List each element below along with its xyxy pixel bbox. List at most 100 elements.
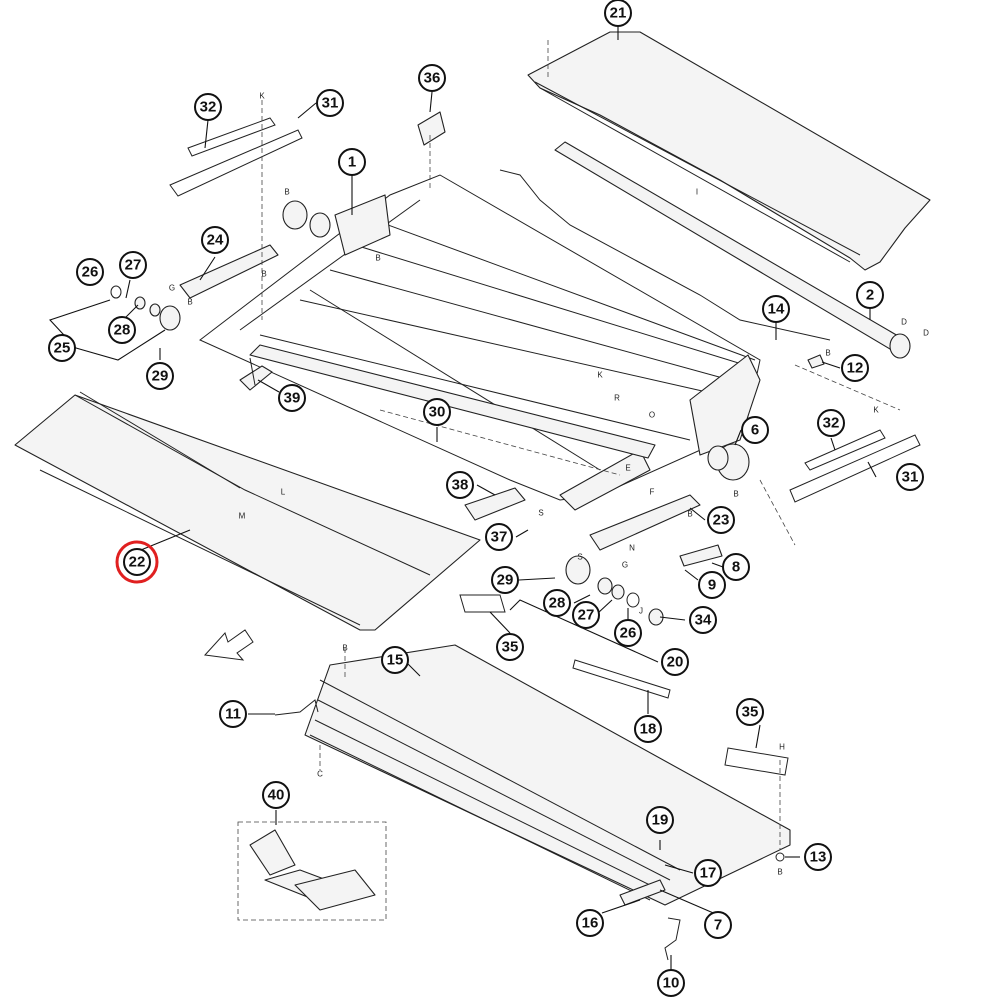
callout-30[interactable]: 30 <box>423 398 451 426</box>
ref-letter: B <box>342 644 347 653</box>
part-11-pin <box>274 699 319 716</box>
callout-27-right[interactable]: 27 <box>572 601 600 629</box>
ref-letter: K <box>597 371 603 380</box>
svg-text:22: 22 <box>129 554 146 571</box>
ref-letter: L <box>281 488 286 497</box>
callout-32-right[interactable]: 32 <box>817 409 845 437</box>
ref-letter: C <box>317 770 323 779</box>
callout-19[interactable]: 19 <box>646 806 674 834</box>
callout-31[interactable]: 31 <box>316 89 344 117</box>
callout-23[interactable]: 23 <box>707 506 735 534</box>
callout-16[interactable]: 16 <box>576 909 604 937</box>
reference-dash-lines <box>261 40 901 850</box>
callout-14[interactable]: 14 <box>762 295 790 323</box>
callout-29-right[interactable]: 29 <box>491 566 519 594</box>
svg-text:32: 32 <box>823 415 840 432</box>
ref-letter: H <box>779 743 785 752</box>
svg-text:32: 32 <box>200 99 217 116</box>
callout-1[interactable]: 1 <box>338 148 366 176</box>
callout-7[interactable]: 7 <box>704 911 732 939</box>
ref-letter: B <box>284 188 289 197</box>
callout-9[interactable]: 9 <box>698 571 726 599</box>
svg-text:28: 28 <box>549 595 566 612</box>
ref-letter: B <box>733 490 738 499</box>
callout-31-right[interactable]: 31 <box>896 463 924 491</box>
svg-text:29: 29 <box>152 368 169 385</box>
callout-15[interactable]: 15 <box>381 646 409 674</box>
part-15-bottom-plate <box>304 644 791 906</box>
ref-letter: B <box>825 349 830 358</box>
svg-text:17: 17 <box>700 865 717 882</box>
callout-26-right[interactable]: 26 <box>614 619 642 647</box>
callout-38[interactable]: 38 <box>446 471 474 499</box>
highlight-ring <box>115 540 159 584</box>
callout-20[interactable]: 20 <box>661 648 689 676</box>
svg-text:21: 21 <box>610 5 627 22</box>
svg-text:7: 7 <box>714 917 722 934</box>
callout-13[interactable]: 13 <box>804 843 832 871</box>
part-14-rod <box>499 169 831 341</box>
reference-letters: K B G B B B K R O E F B S S N G J L M D … <box>169 92 929 877</box>
part-31-strip-upper <box>169 129 303 197</box>
callout-27[interactable]: 27 <box>119 251 147 279</box>
ref-letter: D <box>901 318 907 327</box>
ref-letter: B <box>777 868 782 877</box>
callout-40[interactable]: 40 <box>262 781 290 809</box>
callout-10[interactable]: 10 <box>657 969 685 997</box>
callout-28-right[interactable]: 28 <box>543 589 571 617</box>
svg-text:16: 16 <box>582 915 599 932</box>
callout-34[interactable]: 34 <box>689 606 717 634</box>
svg-text:26: 26 <box>620 625 637 642</box>
svg-text:12: 12 <box>847 360 864 377</box>
callout-11[interactable]: 11 <box>219 700 247 728</box>
callout-17[interactable]: 17 <box>694 859 722 887</box>
svg-text:38: 38 <box>452 477 469 494</box>
svg-text:14: 14 <box>768 301 785 318</box>
callout-39[interactable]: 39 <box>278 384 306 412</box>
part-8-spring <box>679 544 723 567</box>
svg-text:29: 29 <box>497 572 514 589</box>
callout-25[interactable]: 25 <box>48 334 76 362</box>
callout-35-right[interactable]: 35 <box>736 698 764 726</box>
svg-text:27: 27 <box>125 257 142 274</box>
svg-text:36: 36 <box>424 70 441 87</box>
callout-8[interactable]: 8 <box>722 553 750 581</box>
callout-36[interactable]: 36 <box>418 64 446 92</box>
callout-18[interactable]: 18 <box>634 715 662 743</box>
part-13-washer <box>775 852 785 862</box>
callout-24[interactable]: 24 <box>201 226 229 254</box>
callout-21[interactable]: 21 <box>604 0 632 27</box>
part-36-bracket <box>417 111 446 146</box>
direction-arrow-icon <box>203 629 254 661</box>
callout-2[interactable]: 2 <box>856 281 884 309</box>
callout-22[interactable]: 22 <box>123 548 151 576</box>
svg-text:25: 25 <box>54 340 71 357</box>
ref-letter: I <box>696 188 698 197</box>
svg-text:11: 11 <box>225 706 241 723</box>
ref-letter: D <box>923 329 929 338</box>
svg-text:13: 13 <box>810 849 827 866</box>
callout-6[interactable]: 6 <box>741 416 769 444</box>
part-18-strip <box>572 659 671 699</box>
part-6-hub <box>707 443 750 481</box>
svg-text:2: 2 <box>866 287 874 304</box>
svg-text:10: 10 <box>663 975 680 992</box>
callout-29[interactable]: 29 <box>146 362 174 390</box>
part-38-lever <box>464 487 526 521</box>
callout-28[interactable]: 28 <box>108 316 136 344</box>
svg-text:9: 9 <box>708 577 716 594</box>
svg-text:39: 39 <box>284 390 301 407</box>
svg-text:23: 23 <box>713 512 730 529</box>
callout-12[interactable]: 12 <box>841 354 869 382</box>
callout-32[interactable]: 32 <box>194 93 222 121</box>
ref-letter: O <box>649 411 655 420</box>
ref-letter: F <box>650 488 655 497</box>
callout-26[interactable]: 26 <box>76 258 104 286</box>
callout-37[interactable]: 37 <box>485 523 513 551</box>
svg-text:26: 26 <box>82 264 99 281</box>
svg-text:27: 27 <box>578 607 595 624</box>
callout-35[interactable]: 35 <box>496 633 524 661</box>
part-40-group <box>237 821 387 921</box>
ref-letter: N <box>629 544 635 553</box>
ref-letter: R <box>614 394 620 403</box>
